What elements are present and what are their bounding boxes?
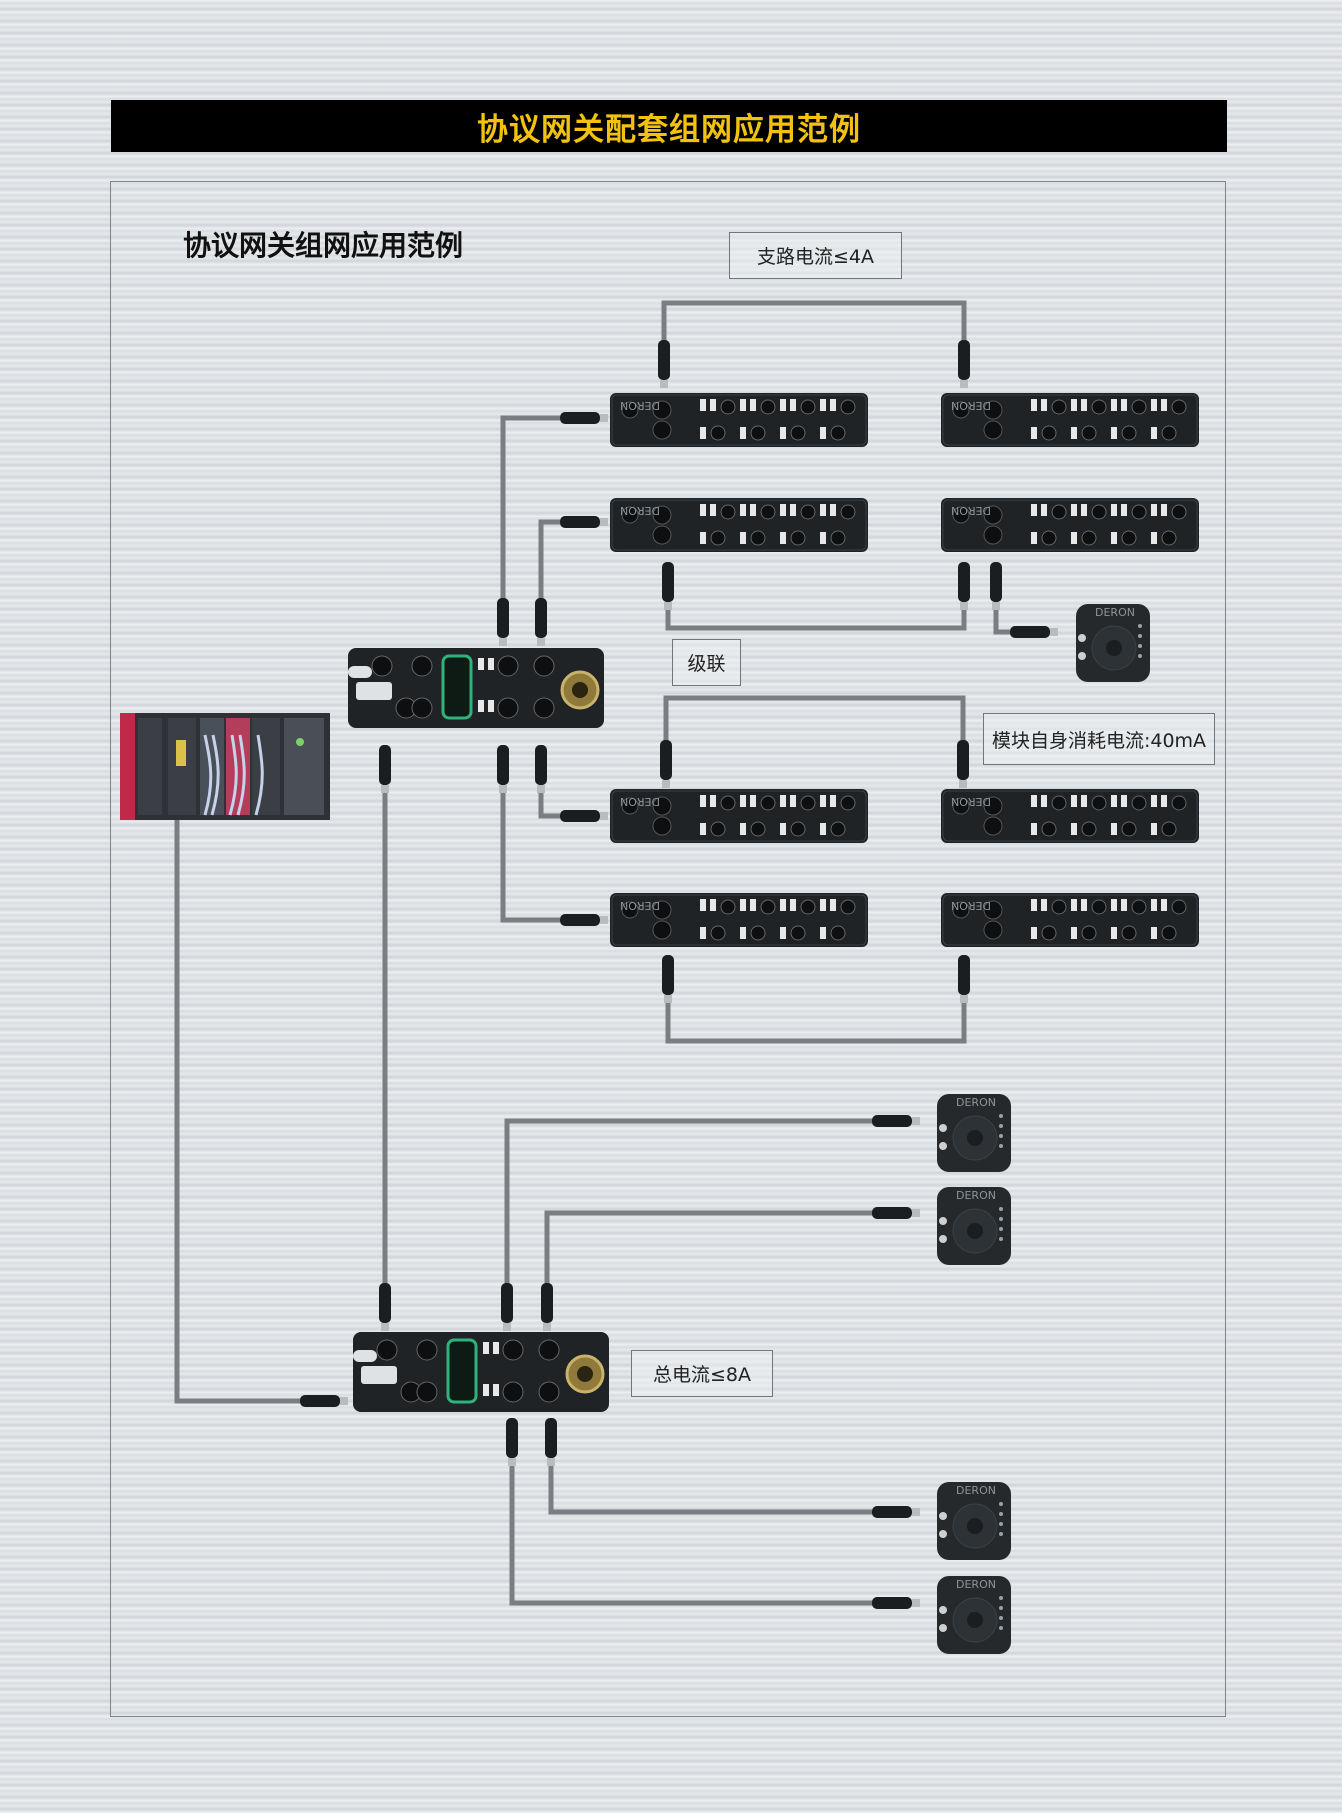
brand-text: DERON xyxy=(956,1189,996,1202)
diagram-frame xyxy=(110,181,1226,1717)
plc-rack xyxy=(120,713,330,820)
brand-text: DERON xyxy=(620,504,660,517)
brand-text: DERON xyxy=(620,899,660,912)
brand-text: DERON xyxy=(1095,606,1135,619)
gateway-2 xyxy=(351,1330,611,1414)
brand-text: DERON xyxy=(620,399,660,412)
brand-text: DERON xyxy=(620,795,660,808)
brand-text: DERON xyxy=(951,795,991,808)
brand-text: DERON xyxy=(951,504,991,517)
brand-text: DERON xyxy=(956,1096,996,1109)
total-current-label: 总电流≤8A xyxy=(631,1350,773,1397)
brand-text: DERON xyxy=(951,399,991,412)
banner-title: 协议网关配套组网应用范例 xyxy=(477,111,861,148)
title-banner: 协议网关配套组网应用范例 xyxy=(111,100,1227,152)
brand-text: DERON xyxy=(956,1578,996,1591)
diagram-subtitle: 协议网关组网应用范例 xyxy=(183,229,464,262)
cascade-label: 级联 xyxy=(672,639,741,686)
gateway-1 xyxy=(346,646,606,730)
brand-text: DERON xyxy=(951,899,991,912)
brand-text: DERON xyxy=(956,1484,996,1497)
module-current-label: 模块自身消耗电流:40mA xyxy=(983,713,1215,765)
branch-current-label: 支路电流≤4A xyxy=(729,232,902,279)
